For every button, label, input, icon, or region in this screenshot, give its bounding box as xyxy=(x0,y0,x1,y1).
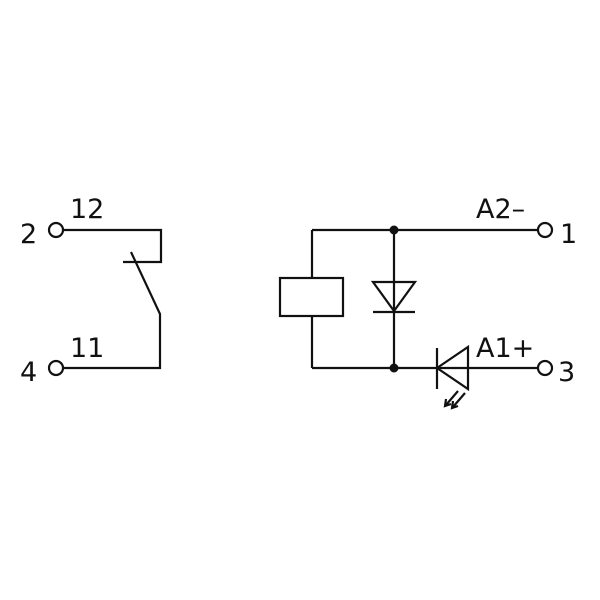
coil-circuit: 1 A2– 3 A1+ xyxy=(278,194,577,410)
terminal-1 xyxy=(536,221,554,239)
changeover-contact: 2 12 4 11 xyxy=(20,194,163,388)
terminal-2 xyxy=(47,221,65,239)
terminal-2-label: 2 xyxy=(20,219,37,250)
terminal-3-label: 3 xyxy=(558,357,575,388)
switch-blade xyxy=(63,251,162,370)
terminal-12-label: 12 xyxy=(70,194,104,225)
terminal-1-label: 1 xyxy=(560,219,577,250)
freewheel-diode-icon xyxy=(370,280,418,314)
contact-12-wire xyxy=(63,228,163,264)
terminal-3 xyxy=(536,359,554,377)
junction-dot xyxy=(389,363,399,373)
terminal-a1-label: A1+ xyxy=(476,333,534,364)
terminal-11-label: 11 xyxy=(70,333,104,364)
terminal-4-label: 4 xyxy=(20,357,37,388)
terminal-a2-label: A2– xyxy=(476,194,525,225)
junction-dot xyxy=(389,225,399,235)
terminal-4 xyxy=(47,359,65,377)
relay-coil xyxy=(278,276,345,318)
led-icon xyxy=(435,344,470,410)
